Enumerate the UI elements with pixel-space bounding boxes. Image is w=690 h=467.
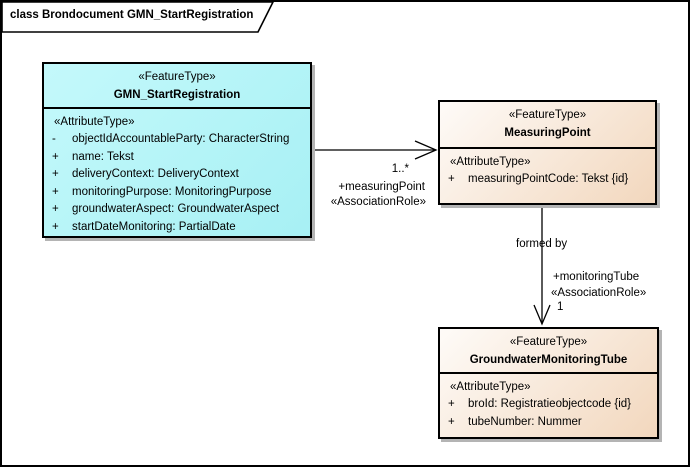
attribute-row[interactable]: - objectIdAccountableParty: CharacterStr… [44, 131, 310, 149]
attribute-row[interactable]: + tubeNumber: Nummer [440, 414, 657, 432]
attribute-row[interactable]: + name: Tekst [44, 149, 310, 167]
association-stereotype: «AssociationRole» [330, 196, 426, 208]
open-arrowhead-down-icon [533, 304, 551, 326]
attribute-compartment-label: «AttributeType» [54, 116, 135, 128]
attribute-visibility: - [52, 133, 56, 145]
attribute-text: monitoringPurpose: MonitoringPurpose [72, 185, 272, 198]
attribute-visibility: + [52, 220, 59, 233]
attribute-visibility: + [448, 173, 455, 185]
open-arrowhead-right-icon [414, 140, 438, 160]
association-stereotype: «AssociationRole» [551, 287, 647, 299]
class-groundwatermonitoringtube[interactable]: «FeatureType» GroundwaterMonitoringTube … [438, 327, 659, 439]
attribute-compartment: «AttributeType» - objectIdAccountablePar… [44, 109, 310, 236]
attribute-text: broId: Registratieobjectcode {id} [468, 398, 632, 410]
attribute-row[interactable]: + measuringPointCode: Tekst {id} [440, 171, 655, 189]
attribute-text: name: Tekst [72, 150, 134, 163]
attribute-visibility: + [52, 203, 59, 215]
attribute-text: tubeNumber: Nummer [468, 415, 582, 428]
class-name: GroundwaterMonitoringTube [469, 354, 628, 366]
attribute-visibility: + [52, 150, 59, 163]
attribute-row[interactable]: + broId: Registratieobjectcode {id} [440, 396, 657, 414]
attribute-row[interactable]: + monitoringPurpose: MonitoringPurpose [44, 184, 310, 202]
attribute-row[interactable]: + startDateMonitoring: PartialDate [44, 219, 310, 237]
class-header: «FeatureType» GMN_StartRegistration [44, 64, 310, 109]
class-stereotype: «FeatureType» [138, 71, 216, 83]
association-role: +measuringPoint [338, 181, 425, 193]
attribute-text: deliveryContext: DeliveryContext [72, 168, 239, 180]
association-multiplicity: 1 [557, 301, 564, 313]
attribute-compartment-label: «AttributeType» [450, 381, 531, 393]
frame-title-tab [2, 2, 274, 33]
class-name: MeasuringPoint [504, 127, 591, 139]
attribute-compartment: «AttributeType» + broId: Registratieobje… [440, 374, 657, 431]
association-name: formed by [516, 238, 568, 250]
attribute-visibility: + [448, 398, 455, 410]
attribute-compartment-label: «AttributeType» [450, 156, 531, 168]
attribute-visibility: + [52, 185, 59, 198]
frame-title: class Brondocument GMN_StartRegistration [10, 9, 254, 21]
attribute-text: objectIdAccountableParty: CharacterStrin… [72, 133, 290, 145]
attribute-visibility: + [52, 168, 59, 180]
class-stereotype: «FeatureType» [508, 109, 587, 121]
association-role: +monitoringTube [553, 271, 640, 283]
class-header: «FeatureType» MeasuringPoint [440, 102, 655, 149]
class-stereotype: «FeatureType» [509, 336, 588, 348]
class-name: GMN_StartRegistration [113, 89, 241, 101]
attribute-text: groundwaterAspect: GroundwaterAspect [72, 203, 280, 215]
class-measuringpoint[interactable]: «FeatureType» MeasuringPoint «AttributeT… [438, 100, 657, 205]
association-multiplicity: 1..* [391, 163, 409, 175]
attribute-text: measuringPointCode: Tekst {id} [468, 173, 629, 185]
attribute-row[interactable]: + groundwaterAspect: GroundwaterAspect [44, 201, 310, 219]
attribute-compartment: «AttributeType» + measuringPointCode: Te… [440, 149, 655, 189]
attribute-text: startDateMonitoring: PartialDate [72, 220, 236, 233]
attribute-visibility: + [448, 415, 455, 428]
class-header: «FeatureType» GroundwaterMonitoringTube [440, 329, 657, 374]
attribute-row[interactable]: + deliveryContext: DeliveryContext [44, 166, 310, 184]
class-gmn-startregistration[interactable]: «FeatureType» GMN_StartRegistration «Att… [42, 62, 312, 238]
